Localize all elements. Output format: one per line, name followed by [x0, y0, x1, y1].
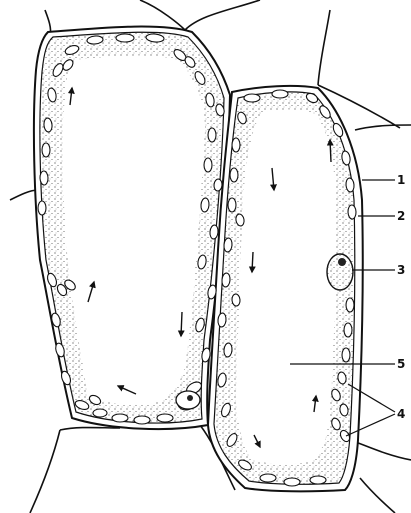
chloroplast: [244, 94, 260, 102]
chloroplast: [38, 201, 46, 215]
arrow-up: [330, 140, 331, 162]
chloroplast: [204, 158, 212, 172]
label-3: 3: [397, 263, 405, 277]
chloroplast: [284, 478, 300, 486]
label-4: 4: [397, 407, 405, 421]
chloroplast: [40, 171, 48, 185]
chloroplast: [230, 168, 238, 182]
arrow-down: [252, 252, 253, 272]
chloroplast: [134, 416, 150, 424]
chloroplast: [342, 348, 350, 362]
chloroplast: [112, 414, 128, 422]
label-2: 2: [397, 209, 405, 223]
chloroplast: [116, 34, 134, 42]
chloroplast: [232, 138, 240, 152]
chloroplast: [260, 474, 276, 482]
chloroplast: [346, 298, 354, 312]
chloroplast: [272, 90, 288, 98]
chloroplast: [344, 323, 352, 337]
chloroplast: [208, 128, 216, 142]
left-cell: [34, 27, 230, 429]
label-5: 5: [397, 357, 405, 371]
nucleus: [327, 254, 353, 290]
chloroplast: [231, 294, 240, 307]
label-1: 1: [397, 173, 405, 187]
chloroplast: [42, 143, 50, 157]
chloroplast: [310, 476, 326, 484]
labels: 1 2 3 4 5: [397, 173, 405, 421]
chloroplast: [348, 205, 356, 219]
nucleus-left: [176, 391, 200, 409]
arrow-down: [181, 312, 182, 336]
chloroplast: [213, 179, 222, 192]
chloroplast: [228, 198, 236, 212]
left-vacuole: [63, 55, 205, 404]
chloroplast: [93, 409, 107, 417]
chloroplast: [157, 414, 173, 422]
right-vacuole: [236, 109, 336, 464]
